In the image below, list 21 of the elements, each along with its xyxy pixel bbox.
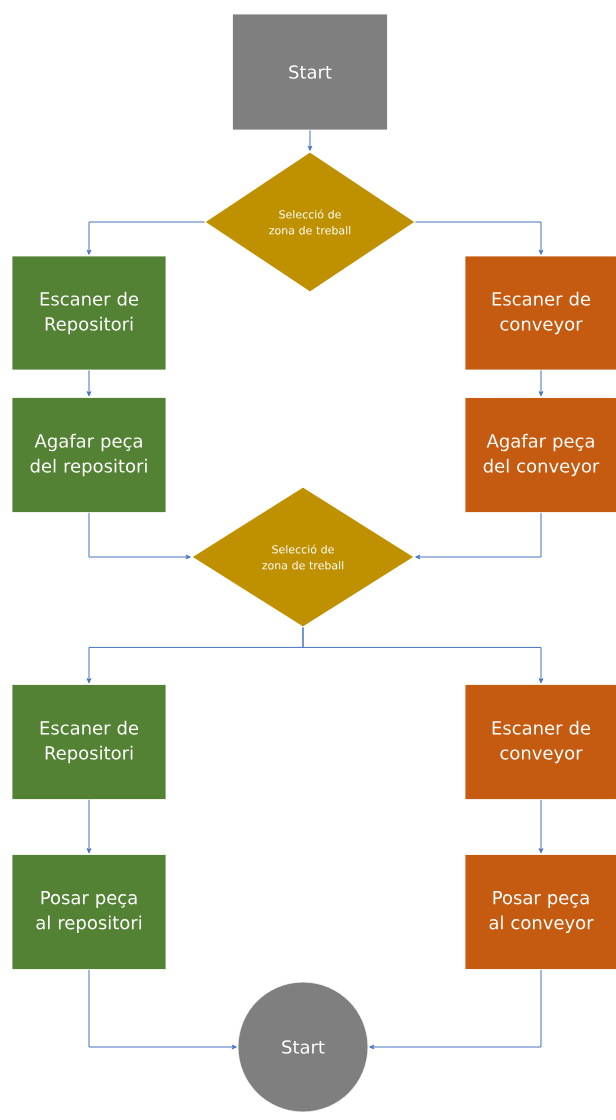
arrow [88,512,191,560]
arrow [307,129,313,151]
process-box: Escaner de Repositori [11,255,167,371]
arrow [538,369,544,397]
arrow [86,799,92,854]
arrow [86,221,206,255]
arrow [86,369,92,397]
arrow [538,799,544,854]
process-box: Agafar peça del repositori [11,397,167,513]
process-box: Agafar peça del conveyor [464,397,616,513]
arrow [302,626,544,684]
arrow [415,512,542,560]
arrow [369,969,542,1050]
arrow [88,969,237,1050]
process-box: Escaner de Repositori [11,684,167,800]
start-box: Start [232,13,388,131]
process-box: Posar peça al repositori [11,854,167,970]
process-box: Escaner de conveyor [464,684,616,800]
process-box: Escaner de conveyor [464,255,616,371]
arrow [414,221,544,255]
process-box: Posar peça al conveyor [464,854,616,970]
